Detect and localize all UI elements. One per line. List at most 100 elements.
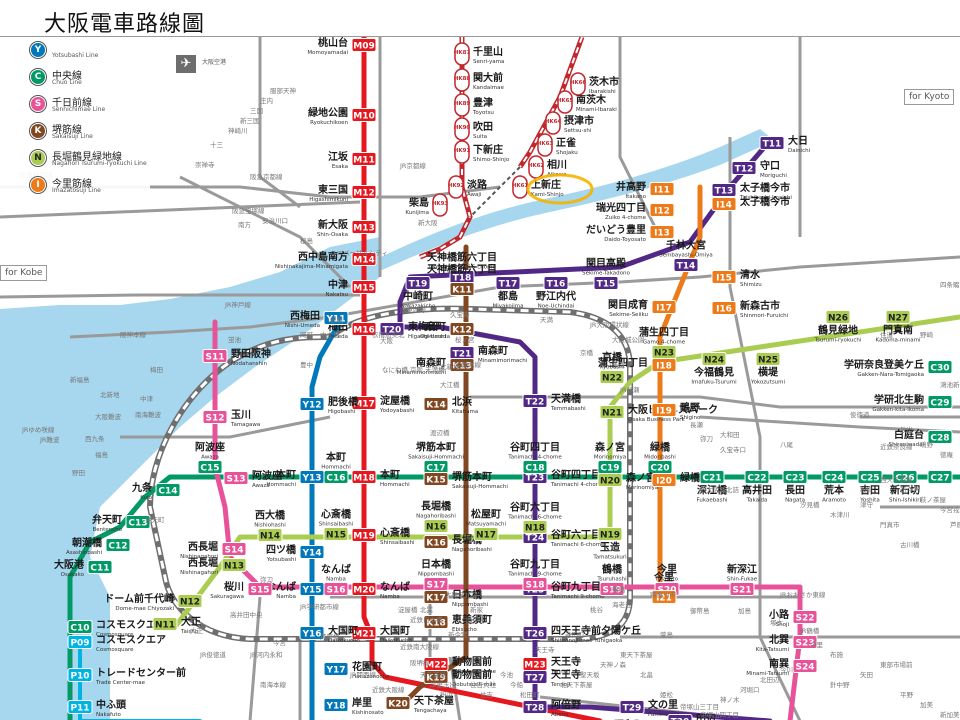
station-c27[interactable]: C27 [927, 470, 953, 484]
station-t30[interactable]: T30田辺Tanabe [667, 713, 716, 720]
